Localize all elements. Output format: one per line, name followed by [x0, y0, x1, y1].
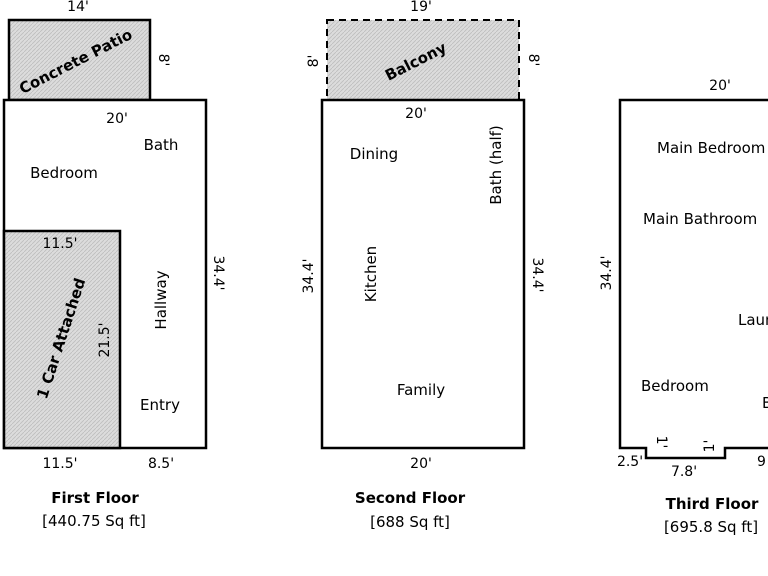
patio-depth-dim: 8'	[155, 54, 171, 67]
third-floor-title: Third Floor	[666, 495, 759, 513]
patio-width-dim: 14'	[67, 0, 89, 15]
second-floor-dining: Dining	[350, 145, 398, 163]
third-floor-notch-left-dim: 2.5'	[617, 454, 643, 470]
second-floor-area: [688 Sq ft]	[370, 513, 450, 531]
third-floor-main-bathroom: Main Bathroom	[643, 210, 757, 228]
balcony	[326, 19, 520, 101]
first-floor-top-dim: 20'	[106, 111, 128, 127]
first-floor-bottom-right-dim: 8.5'	[148, 456, 174, 472]
first-floor-hallway: Hallway	[152, 270, 170, 329]
balcony-left-depth-dim: 8'	[306, 55, 322, 68]
third-floor-area: [695.8 Sq ft]	[664, 518, 758, 536]
third-floor-notch-depth-right: 1'	[702, 440, 718, 453]
third-floor-bedroom: Bedroom	[641, 377, 709, 395]
third-floor-laundry: Laun	[738, 311, 768, 329]
second-floor-family: Family	[397, 381, 445, 399]
second-floor-left-dim: 34.4'	[301, 258, 317, 293]
first-floor-plan: Concrete Patio 14' 8' 1 Car Attached 20'…	[2, 0, 226, 530]
third-floor-left-dim: 34.4'	[599, 255, 615, 290]
third-floor-room-b: B	[762, 394, 768, 412]
garage	[2, 229, 122, 450]
first-floor-bedroom: Bedroom	[30, 164, 98, 182]
third-floor-top-dim: 20'	[709, 78, 731, 94]
first-floor-bath: Bath	[144, 136, 179, 154]
first-floor-title: First Floor	[51, 489, 139, 507]
garage-top-dim: 11.5'	[42, 236, 77, 252]
third-floor-plan: 20' Main Bedroom Main Bathroom Laun Bedr…	[599, 78, 768, 536]
third-floor-notch-depth-left: 1'	[653, 436, 669, 449]
third-floor-right-partial-dim: 9	[757, 454, 766, 470]
second-floor-bath-half: Bath (half)	[487, 125, 505, 205]
first-floor-area: [440.75 Sq ft]	[42, 512, 146, 530]
second-floor-outline	[320, 98, 526, 450]
third-floor-outline	[618, 98, 768, 460]
second-floor-bottom-dim: 20'	[410, 456, 432, 472]
second-floor-plan: Balcony 19' 8' 8' 20' Dining Bath (half)…	[301, 0, 545, 531]
balcony-right-depth-dim: 8'	[525, 54, 541, 67]
balcony-width-dim: 19'	[410, 0, 432, 15]
garage-side-dim: 21.5'	[97, 322, 113, 357]
second-floor-kitchen: Kitchen	[362, 246, 380, 302]
first-floor-right-dim: 34.4'	[210, 255, 226, 290]
third-floor-notch-width-dim: 7.8'	[671, 464, 697, 480]
second-floor-right-dim: 34.4'	[529, 257, 545, 292]
second-floor-title: Second Floor	[355, 489, 466, 507]
concrete-patio	[7, 18, 152, 102]
second-floor-top-dim: 20'	[405, 106, 427, 122]
third-floor-main-bedroom: Main Bedroom	[657, 139, 765, 157]
first-floor-bottom-left-dim: 11.5'	[42, 456, 77, 472]
first-floor-entry: Entry	[140, 396, 180, 414]
